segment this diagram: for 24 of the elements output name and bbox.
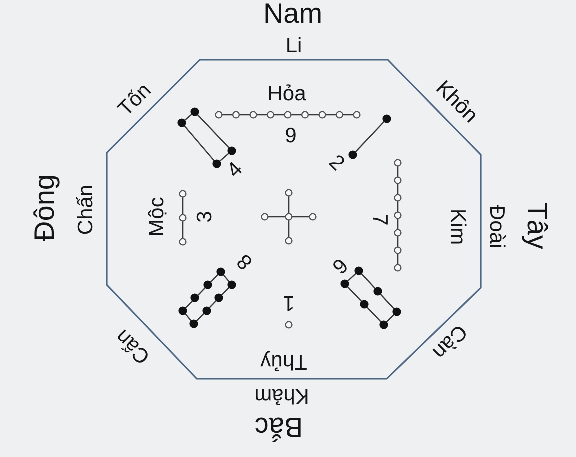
trigram-label: Càn [428, 320, 472, 364]
octagon-frame [107, 60, 481, 379]
trigram-label: Li [286, 36, 302, 56]
number-label: 7 [370, 214, 390, 226]
number-label: 9 [285, 126, 297, 146]
number-label: 8 [233, 250, 257, 274]
trigram-label: Đoài [486, 205, 508, 249]
element-label: Mộc [146, 197, 168, 237]
number-label: 2 [325, 151, 349, 175]
number-label: 1 [283, 292, 295, 314]
trigram-label: Tốn [114, 80, 156, 120]
element-label: Kim [448, 208, 468, 246]
number-label: 3 [194, 211, 216, 223]
direction-label: Nam [263, 0, 323, 28]
number-label: 4 [223, 158, 247, 182]
trigram-label: Khảm [254, 386, 310, 406]
element-label: Hỏa [268, 84, 306, 104]
trigram-label: Cấn [112, 326, 154, 368]
trigram-label: Chấn [76, 184, 96, 236]
direction-label: Đông [31, 174, 59, 242]
direction-label: Bắc [254, 413, 304, 441]
direction-label: Tây [523, 202, 551, 250]
element-label: Thủy [260, 352, 308, 372]
number-label: 6 [328, 254, 352, 278]
